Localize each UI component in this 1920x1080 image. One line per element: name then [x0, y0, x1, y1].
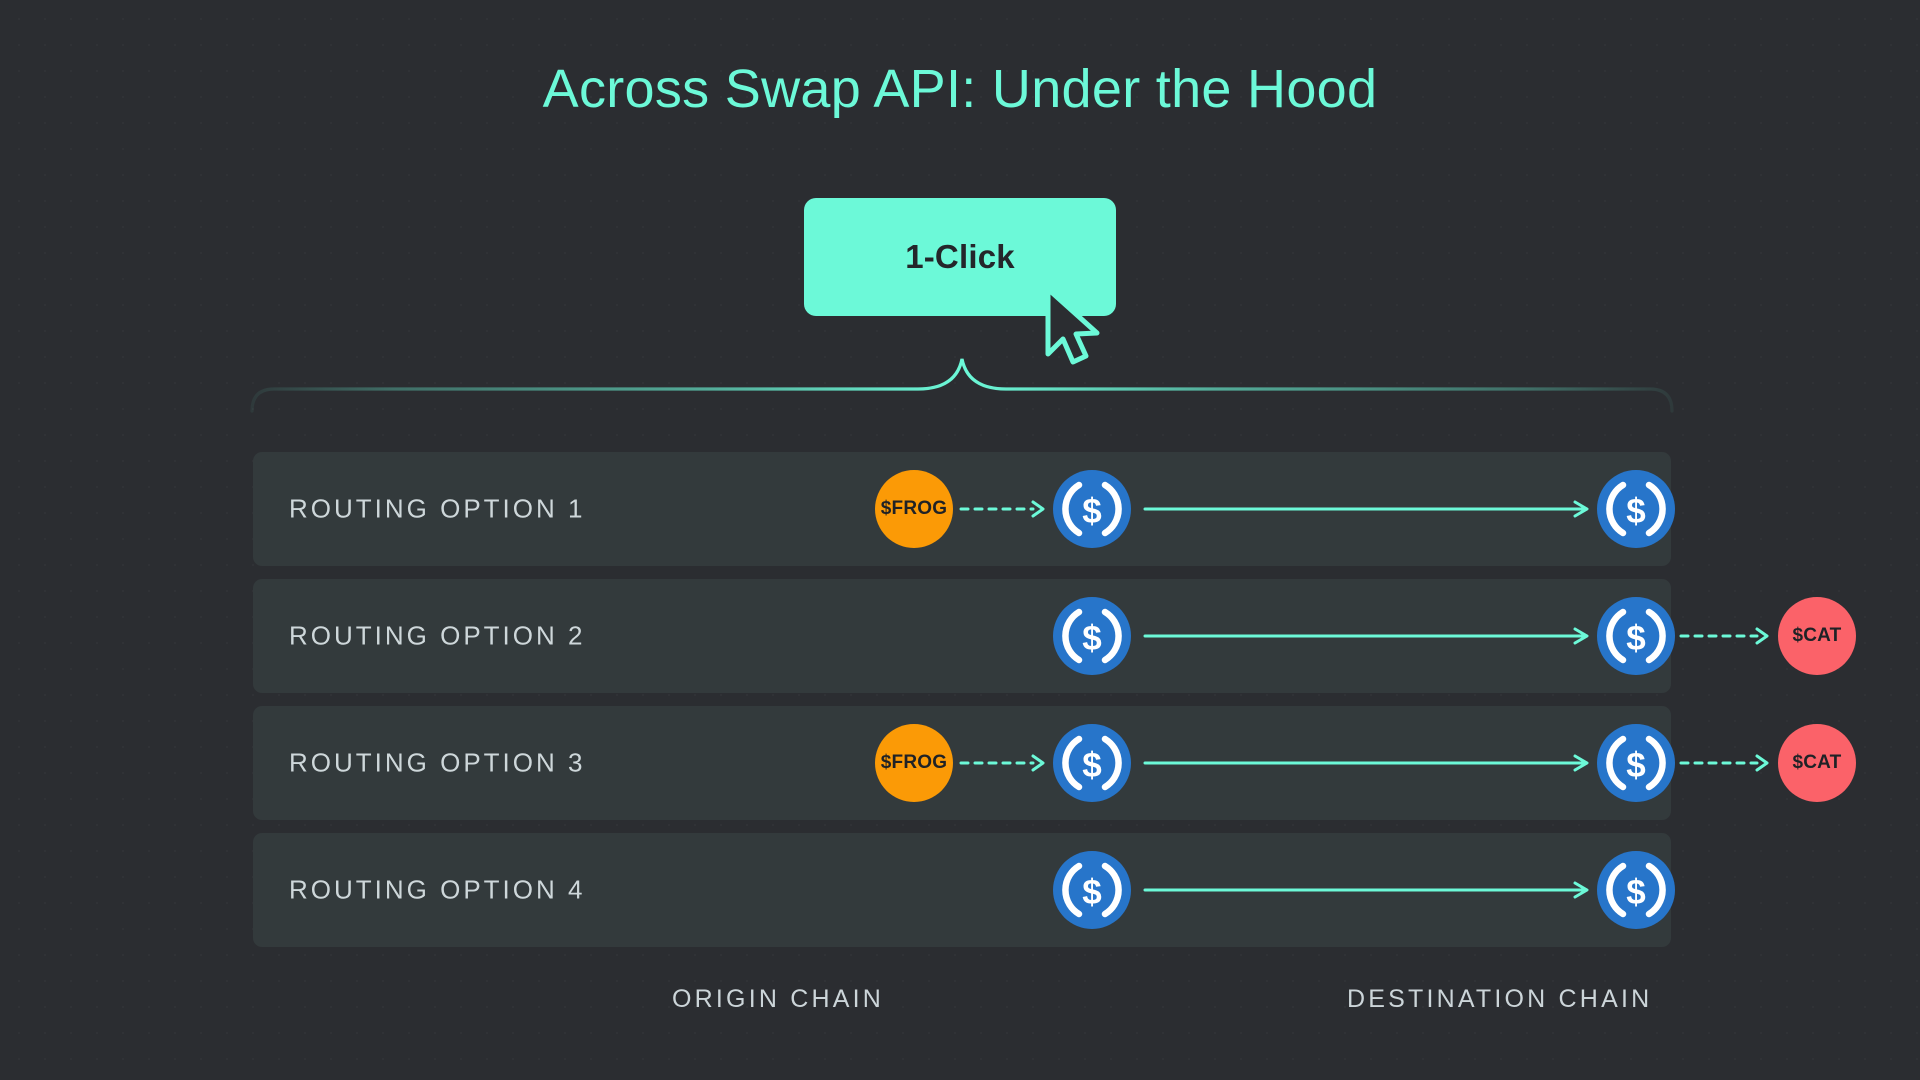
origin-chain-label: ORIGIN CHAIN — [672, 985, 885, 1013]
dashed-arrow-destination-swap — [1679, 754, 1769, 772]
svg-text:$: $ — [1626, 619, 1645, 658]
token-symbol: $CAT — [1792, 752, 1842, 773]
routing-option-row[interactable]: ROUTING OPTION 2 $ $ $CAT — [253, 579, 1856, 693]
svg-text:$: $ — [1082, 746, 1101, 785]
token-badge-cat: $CAT — [1778, 597, 1856, 675]
usdc-coin-icon-origin: $ — [1053, 724, 1131, 802]
routing-option-label: ROUTING OPTION 2 — [289, 620, 586, 651]
destination-chain-label: DESTINATION CHAIN — [1347, 985, 1653, 1013]
routing-option-row[interactable]: ROUTING OPTION 3 $FROG $ $ — [253, 706, 1856, 820]
routing-option-label: ROUTING OPTION 3 — [289, 747, 586, 778]
usdc-coin-icon-origin: $ — [1053, 851, 1131, 929]
dashed-arrow-destination-swap — [1679, 627, 1769, 645]
dashed-arrow-origin-swap — [959, 754, 1045, 772]
svg-text:$: $ — [1626, 873, 1645, 912]
bridge-arrow — [1143, 500, 1589, 518]
dashed-arrow-origin-swap — [959, 500, 1045, 518]
token-symbol: $FROG — [880, 752, 948, 773]
usdc-coin-icon-destination: $ — [1597, 851, 1675, 929]
usdc-coin-icon-destination: $ — [1597, 597, 1675, 675]
curly-brace-icon — [250, 358, 1674, 413]
usdc-coin-icon-destination: $ — [1597, 470, 1675, 548]
bridge-arrow — [1143, 627, 1589, 645]
svg-text:$: $ — [1626, 746, 1645, 785]
routing-option-row[interactable]: ROUTING OPTION 1 $FROG $ $ — [253, 452, 1675, 566]
svg-text:$: $ — [1082, 873, 1101, 912]
one-click-button[interactable]: 1-Click — [804, 198, 1116, 316]
token-badge-frog: $FROG — [875, 724, 953, 802]
svg-text:$: $ — [1082, 619, 1101, 658]
svg-text:$: $ — [1626, 492, 1645, 531]
usdc-coin-icon-origin: $ — [1053, 597, 1131, 675]
bridge-arrow — [1143, 881, 1589, 899]
token-symbol: $FROG — [880, 498, 948, 519]
svg-text:$: $ — [1082, 492, 1101, 531]
routing-option-label: ROUTING OPTION 1 — [289, 493, 586, 524]
token-symbol: $CAT — [1792, 625, 1842, 646]
token-badge-cat: $CAT — [1778, 724, 1856, 802]
usdc-coin-icon-destination: $ — [1597, 724, 1675, 802]
page-title: Across Swap API: Under the Hood — [542, 59, 1378, 119]
routing-option-label: ROUTING OPTION 4 — [289, 874, 586, 905]
token-badge-frog: $FROG — [875, 470, 953, 548]
one-click-button-label: 1-Click — [905, 238, 1015, 275]
usdc-coin-icon-origin: $ — [1053, 470, 1131, 548]
routing-option-row[interactable]: ROUTING OPTION 4 $ $ — [253, 833, 1675, 947]
bridge-arrow — [1143, 754, 1589, 772]
